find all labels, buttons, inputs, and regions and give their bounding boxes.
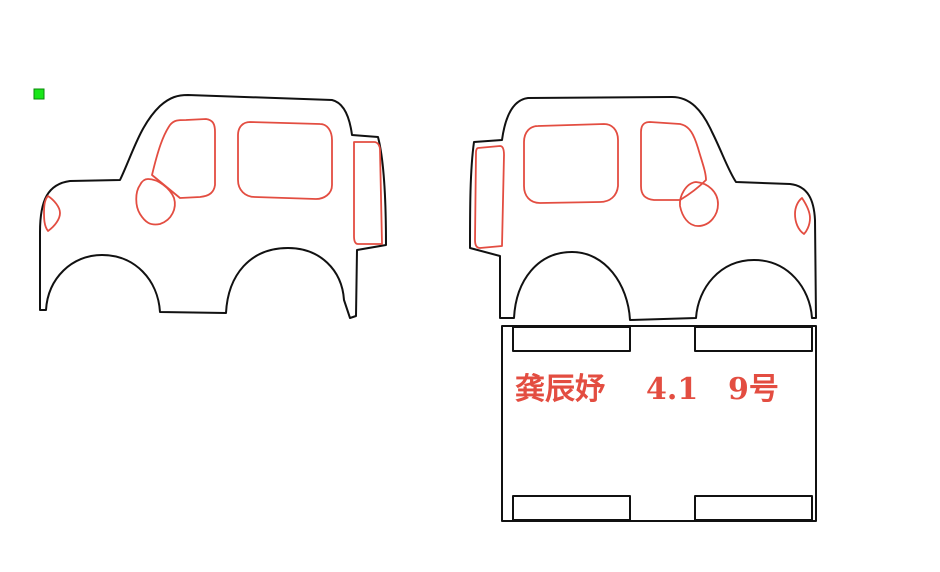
student-name-label: 龚辰妤: [515, 372, 605, 407]
left-car-front-window: [151, 118, 216, 199]
left-car-side-panel: [39, 94, 387, 319]
left-car-side-light: [43, 195, 61, 232]
floor-tab-bottom-left: [512, 495, 631, 521]
left-car-headlight: [135, 178, 176, 226]
left-car-body-outline: [39, 94, 387, 319]
right-car-side-light: [794, 197, 811, 235]
right-car-front-window: [640, 121, 707, 201]
floor-tab-top-right: [694, 326, 813, 352]
floor-tab-bottom-right: [694, 495, 813, 521]
car-floor-panel: 龚辰妤 4.1 9号: [501, 325, 817, 522]
left-car-back-panel: [353, 141, 383, 245]
class-number-label: 4.1: [646, 372, 698, 407]
seat-number-label: 9号: [728, 372, 779, 407]
left-car-rear-window: [237, 121, 333, 200]
right-car-headlight: [679, 181, 719, 227]
floor-panel-outline: [501, 325, 817, 522]
right-car-rear-window: [523, 123, 619, 204]
floor-tab-top-left: [512, 326, 631, 352]
right-car-back-panel: [474, 145, 505, 249]
green-marker[interactable]: [33, 88, 45, 100]
right-car-side-panel: [469, 96, 817, 321]
right-car-body-outline: [469, 96, 817, 321]
